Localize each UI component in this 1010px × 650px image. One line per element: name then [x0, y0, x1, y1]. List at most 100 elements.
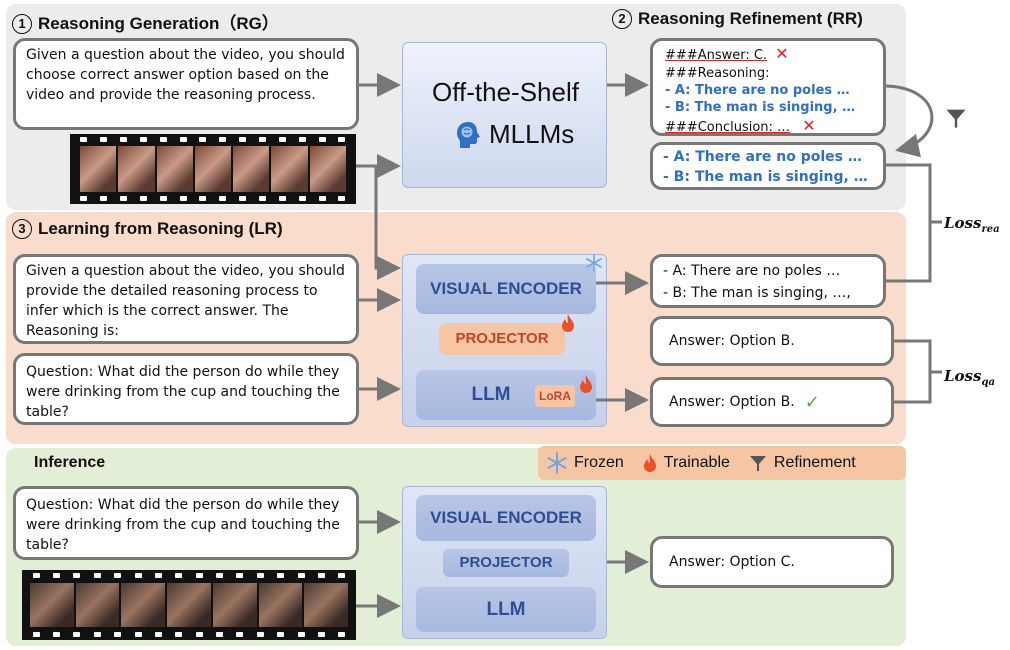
- refined-reasoning-box: - A: There are no poles … - B: The man i…: [650, 142, 886, 190]
- video-frame: [194, 146, 232, 192]
- legend-trainable: Trainable: [642, 452, 730, 474]
- loss-qa-bracket: [894, 339, 932, 404]
- video-frame: [30, 583, 74, 627]
- lr-reasoning-output-box: - A: There are no poles … - B: The man i…: [650, 254, 886, 308]
- mllm-line1: Off-the-Shelf: [432, 77, 579, 107]
- lr-answer-pred-text: Answer: Option B.: [669, 394, 795, 410]
- snowflake-icon: [546, 452, 568, 474]
- rg-prompt-box: Given a question about the video, you sh…: [13, 38, 359, 130]
- inf-projector: PROJECTOR: [443, 549, 569, 577]
- rr-reasoning-line: ###Reasoning:: [665, 66, 770, 81]
- video-frame: [258, 583, 303, 627]
- video-frame: [121, 583, 166, 627]
- rr-conclusion-hash: ###: [665, 120, 698, 135]
- inf-model-box: VISUAL ENCODER PROJECTOR LLM: [402, 486, 607, 639]
- filter-funnel-icon: [944, 106, 968, 135]
- video-frames: [30, 583, 349, 627]
- check-icon: ✓: [804, 391, 820, 413]
- rr-answer-hash: ###: [665, 48, 698, 63]
- video-frames: [80, 146, 346, 192]
- lr-answer-gt-box: Answer: Option B.: [650, 316, 894, 366]
- video-frame: [309, 146, 346, 192]
- filmstrip-perforations: [26, 632, 352, 637]
- filmstrip-perforations: [74, 137, 352, 142]
- rg-prompt-text: Given a question about the video, you sh…: [26, 47, 345, 103]
- filter-funnel-icon: [748, 453, 768, 473]
- rr-conclusion-line: ###Conclusion: … ✕: [665, 116, 816, 138]
- lr-reason-a: - A: There are no poles …: [663, 263, 841, 279]
- loss-rea-bracket: [886, 163, 932, 283]
- wrong-x-icon: ✕: [775, 44, 789, 63]
- lr-visual-encoder: VISUAL ENCODER: [416, 264, 596, 314]
- legend-frozen: Frozen: [546, 452, 624, 474]
- inf-answer-text: Answer: Option C.: [669, 554, 795, 570]
- loss-qa-sub: qa: [981, 377, 995, 388]
- lr-model-box: VISUAL ENCODER PROJECTOR LLM LoRA: [402, 254, 607, 427]
- inf-question-box: Question: What did the person do while t…: [13, 486, 359, 560]
- step-number-badge: 1: [12, 14, 32, 34]
- video-frame: [233, 146, 270, 192]
- off-the-shelf-mllm-box: Off-the-Shelf MLLMs: [402, 42, 607, 188]
- legend-frozen-label: Frozen: [574, 454, 624, 471]
- rr-answer-text: Answer: C.: [697, 48, 768, 63]
- video-frame: [156, 146, 193, 192]
- lr-reason-b: - B: The man is singing, …,: [663, 285, 851, 301]
- snowflake-icon: [585, 254, 603, 277]
- legend: Frozen Trainable Refinement: [538, 446, 906, 480]
- inf-visual-encoder: VISUAL ENCODER: [416, 495, 596, 541]
- loss-rea-base: Loss: [944, 214, 982, 232]
- inf-question-text: Question: What did the person do while t…: [26, 497, 340, 553]
- flame-icon: [642, 452, 658, 474]
- filmstrip-perforations: [26, 573, 352, 578]
- rr-answer-line: ###Answer: C. ✕: [665, 44, 789, 66]
- flame-icon: [560, 313, 576, 338]
- step-number-badge: 2: [612, 9, 632, 29]
- video-frame: [212, 583, 257, 627]
- refined-reason-a: - A: There are no poles …: [663, 149, 862, 165]
- video-frame: [118, 146, 155, 192]
- step-number-badge: 3: [12, 219, 32, 239]
- rr-reason-a: - A: There are no poles …: [665, 83, 850, 98]
- lora-badge: LoRA: [535, 385, 575, 407]
- lr-question-box: Question: What did the person do while t…: [13, 353, 359, 425]
- lr-answer-gt-text: Answer: Option B.: [669, 333, 795, 349]
- video-frame: [75, 583, 120, 627]
- lr-prompt-box: Given a question about the video, you sh…: [13, 254, 359, 344]
- video-frame: [271, 146, 308, 192]
- loss-rea-sub: rea: [981, 224, 1000, 235]
- video-frame: [304, 583, 349, 627]
- legend-refinement: Refinement: [748, 453, 856, 473]
- lr-title-text: Learning from Reasoning (LR): [38, 219, 283, 238]
- rg-title: 1 Reasoning Generation（RG）: [12, 9, 279, 34]
- rr-output-box: ###Answer: C. ✕ ###Reasoning: - A: There…: [650, 38, 886, 136]
- brain-head-icon: [453, 120, 483, 150]
- refined-reason-b: - B: The man is singing, …: [663, 169, 868, 185]
- video-filmstrip: [70, 134, 356, 204]
- video-frame: [80, 146, 117, 192]
- mllm-line2: MLLMs: [453, 119, 574, 150]
- loss-qa-label: Lossqa: [944, 367, 995, 388]
- inf-llm: LLM: [416, 587, 596, 632]
- inf-answer-box: Answer: Option C.: [650, 536, 894, 588]
- lr-answer-pred-box: Answer: Option B. ✓: [650, 377, 894, 427]
- inference-title: Inference: [34, 454, 106, 471]
- lr-title: 3 Learning from Reasoning (LR): [12, 219, 283, 239]
- mllm-line2-text: MLLMs: [489, 119, 575, 149]
- loss-rea-label: Lossrea: [944, 214, 1000, 235]
- inference-video-filmstrip: [22, 570, 356, 640]
- wrong-x-icon: ✕: [802, 116, 816, 135]
- rg-title-text: Reasoning Generation（RG）: [38, 14, 279, 33]
- lr-llm-label: LLM: [471, 384, 511, 405]
- lr-prompt-text: Given a question about the video, you sh…: [26, 263, 345, 339]
- lr-projector: PROJECTOR: [439, 323, 565, 355]
- flame-icon: [578, 374, 594, 399]
- legend-trainable-label: Trainable: [663, 454, 730, 471]
- refinement-arrow: [885, 84, 934, 158]
- loss-qa-base: Loss: [944, 367, 982, 385]
- lr-question-text: Question: What did the person do while t…: [26, 364, 340, 420]
- arrow: [374, 166, 401, 280]
- rr-reason-b: - B: The man is singing, …: [665, 100, 856, 115]
